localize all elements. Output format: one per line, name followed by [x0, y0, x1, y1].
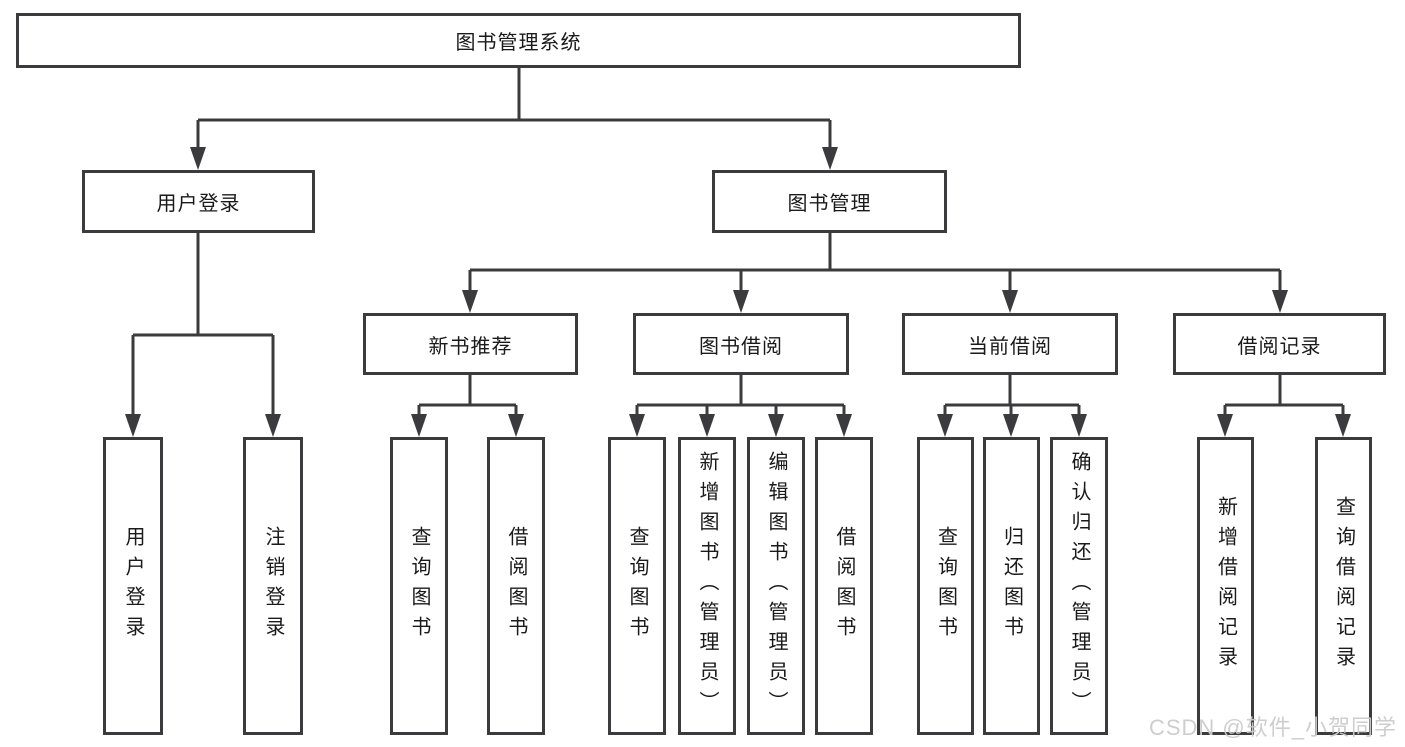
leaf-borrow-books-2: 借阅图书: [815, 437, 873, 735]
node-new-book-recommend: 新书推荐: [363, 313, 578, 375]
leaf-user-login-label: 用户登录: [122, 526, 144, 646]
node-current-borrow-label: 当前借阅: [968, 335, 1052, 358]
leaf-query-books-2-label: 查询图书: [626, 526, 648, 646]
leaf-logout: 注销登录: [243, 437, 303, 735]
leaf-query-borrow-record: 查询借阅记录: [1315, 437, 1372, 735]
leaf-query-borrow-record-label: 查询借阅记录: [1332, 496, 1355, 676]
arrowheads: [125, 147, 1351, 437]
node-user-login-label: 用户登录: [156, 193, 241, 215]
leaf-borrow-books-2-label: 借阅图书: [833, 526, 855, 646]
node-borrow-records-label: 借阅记录: [1237, 335, 1322, 358]
node-book-management-label: 图书管理: [787, 193, 872, 215]
leaf-return-books: 归还图书: [983, 437, 1040, 735]
leaf-query-books-1: 查询图书: [390, 437, 448, 735]
leaf-user-login: 用户登录: [103, 437, 163, 735]
leaf-borrow-books-1-label: 借阅图书: [505, 526, 527, 646]
node-book-borrow-label: 图书借阅: [699, 335, 783, 358]
leaf-borrow-books-1: 借阅图书: [487, 437, 545, 735]
node-borrow-records: 借阅记录: [1173, 313, 1386, 375]
node-root: 图书管理系统: [16, 13, 1021, 68]
node-root-label: 图书管理系统: [455, 32, 582, 54]
leaf-confirm-return-admin-label: 确认归还（管理员）: [1068, 451, 1090, 721]
leaf-confirm-return-admin: 确认归还（管理员）: [1050, 437, 1108, 735]
leaf-add-borrow-record-label: 新增借阅记录: [1214, 496, 1237, 676]
node-user-login: 用户登录: [82, 170, 315, 233]
leaf-add-books-admin-label: 新增图书（管理员）: [696, 451, 718, 721]
leaf-add-books-admin: 新增图书（管理员）: [678, 437, 736, 735]
leaf-query-books-3: 查询图书: [917, 437, 974, 735]
leaf-logout-label: 注销登录: [262, 526, 284, 646]
leaf-add-borrow-record: 新增借阅记录: [1197, 437, 1254, 735]
leaf-query-books-2: 查询图书: [608, 437, 666, 735]
node-book-management: 图书管理: [712, 170, 947, 233]
leaf-query-books-3-label: 查询图书: [934, 526, 957, 646]
node-book-borrow: 图书借阅: [633, 313, 849, 375]
leaf-query-books-1-label: 查询图书: [408, 526, 430, 646]
node-new-book-recommend-label: 新书推荐: [428, 335, 513, 358]
leaf-return-books-label: 归还图书: [1000, 526, 1023, 646]
node-current-borrow: 当前借阅: [902, 313, 1118, 375]
leaf-edit-books-admin-label: 编辑图书（管理员）: [765, 451, 787, 721]
csdn-watermark: CSDN @软件_小贺同学: [1148, 715, 1397, 740]
leaf-edit-books-admin: 编辑图书（管理员）: [747, 437, 805, 735]
